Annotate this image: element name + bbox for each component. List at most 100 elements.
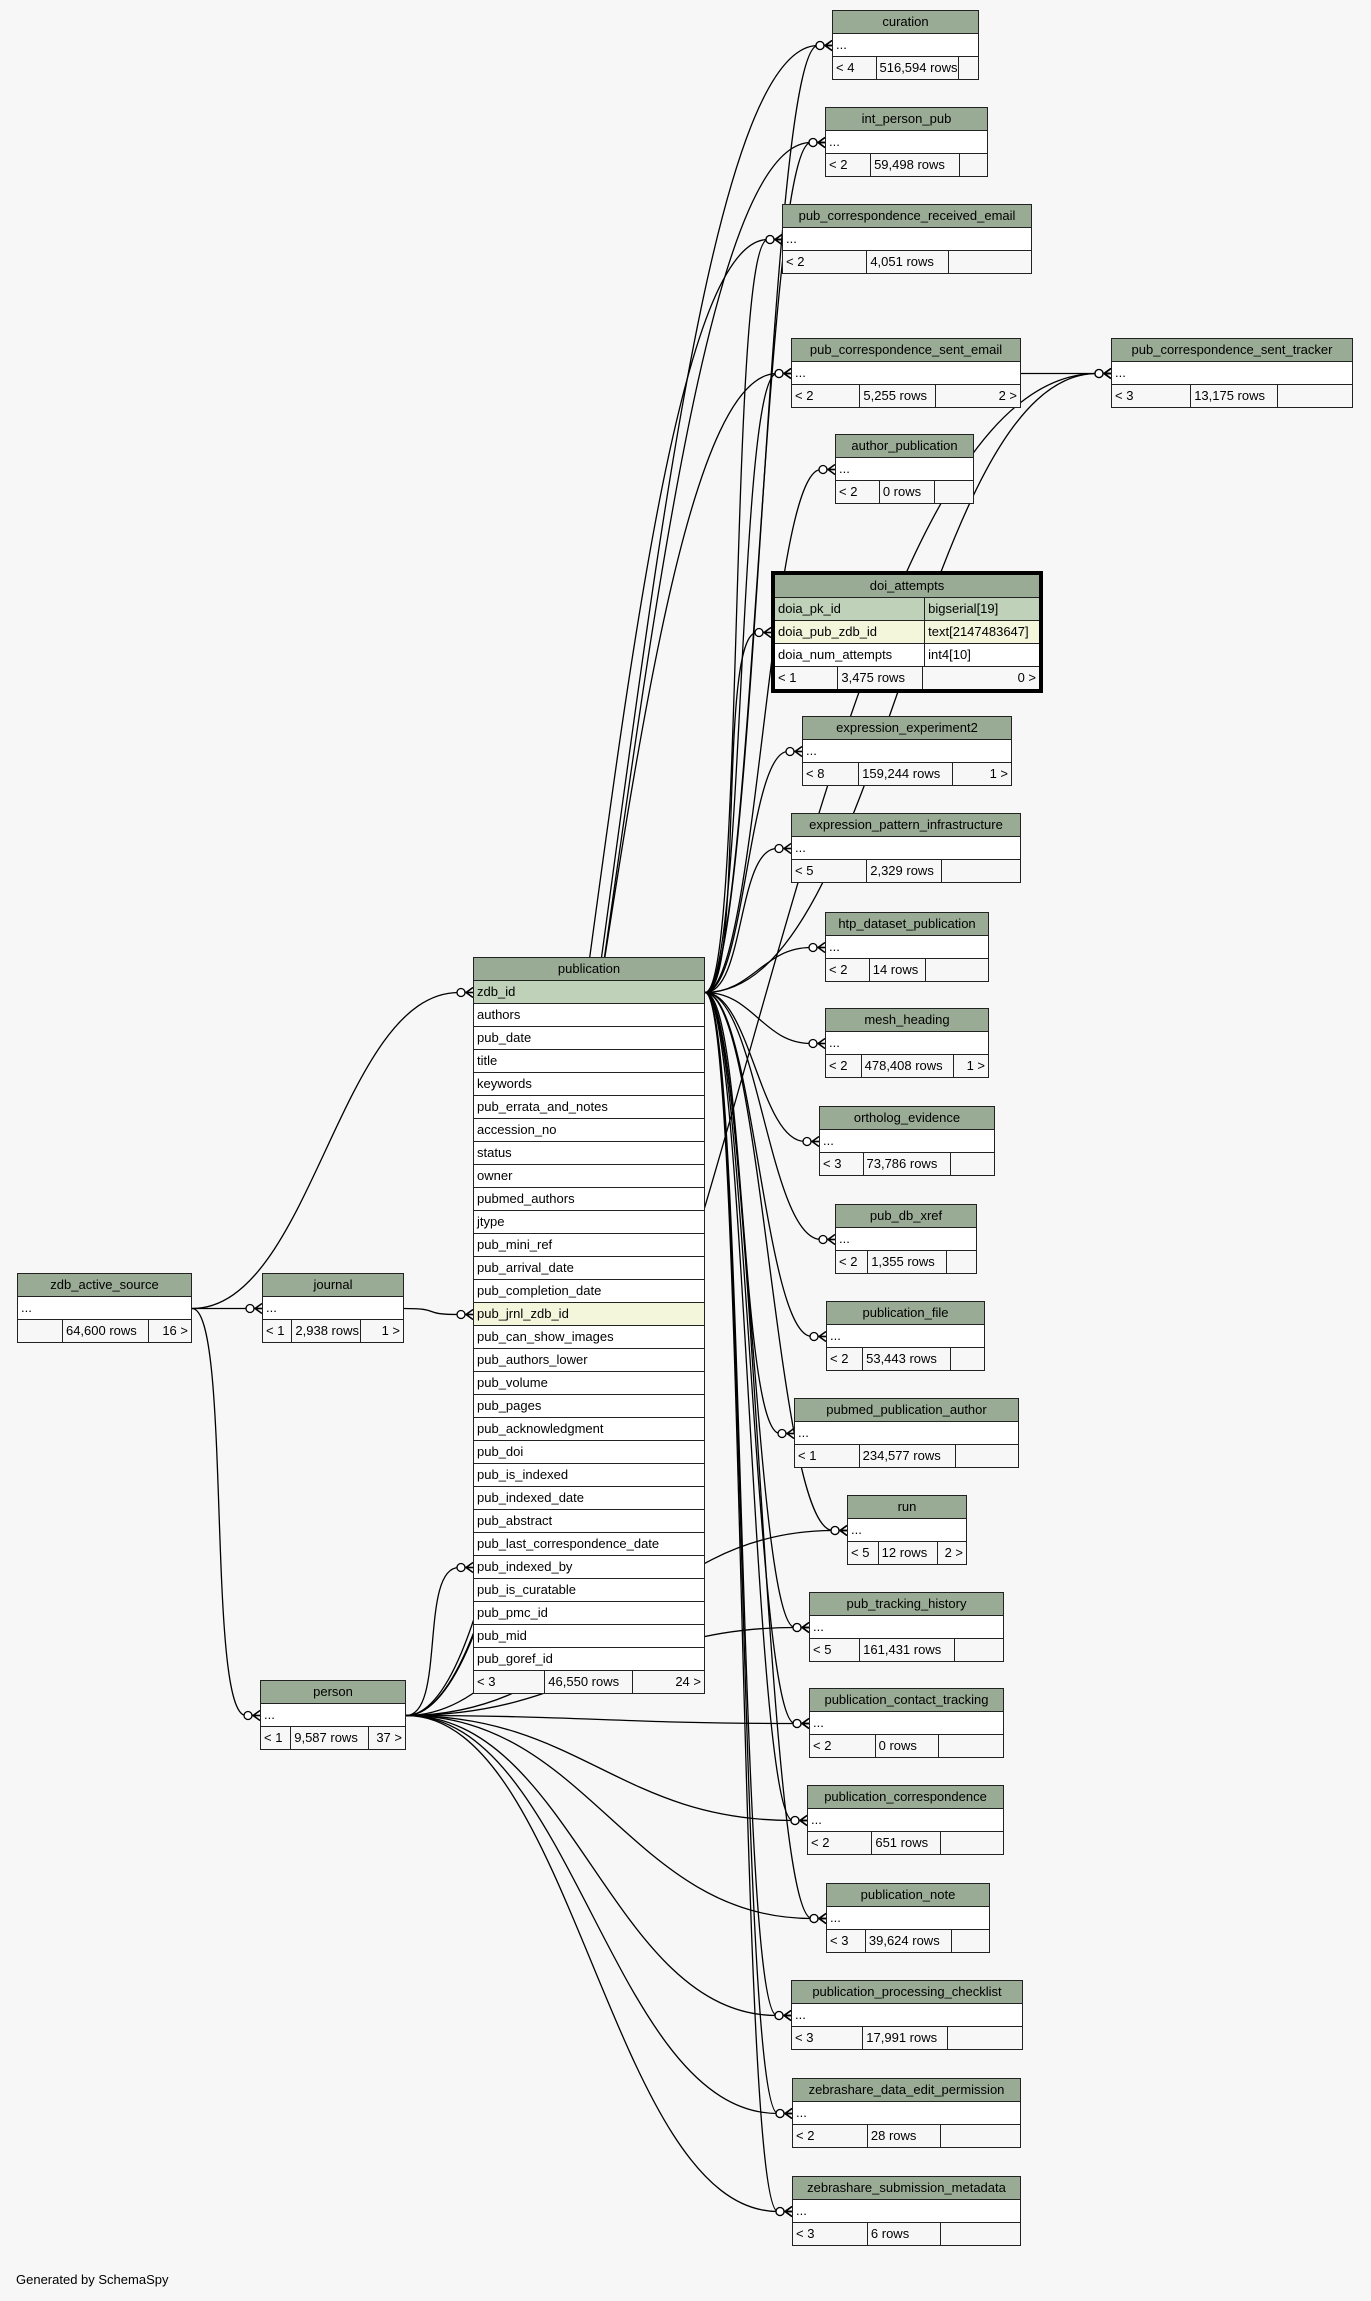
parents-link[interactable]: < 3 [474,1671,546,1693]
table-title[interactable]: int_person_pub [826,108,987,131]
column-placeholder-row[interactable]: ... [261,1704,405,1727]
parents-link[interactable]: < 5 [792,860,868,882]
parents-link[interactable]: < 2 [836,1251,869,1273]
column-row-pub-is-indexed[interactable]: pub_is_indexed [474,1464,704,1487]
column-placeholder-row[interactable]: ... [833,34,978,57]
children-link[interactable] [935,481,973,503]
column-placeholder-row[interactable]: ... [803,740,1011,763]
table-title[interactable]: pub_tracking_history [810,1593,1003,1616]
parents-link[interactable]: < 2 [836,481,880,503]
table-title[interactable]: zebrashare_data_edit_permission [793,2079,1020,2102]
column-placeholder-row[interactable]: ... [826,131,987,154]
children-link[interactable] [951,1153,995,1175]
children-link[interactable] [960,154,987,176]
children-link[interactable] [941,2223,1020,2245]
column-row-pub-mid[interactable]: pub_mid [474,1625,704,1648]
column-row-pub-date[interactable]: pub_date [474,1027,704,1050]
column-placeholder-row[interactable]: ... [810,1712,1003,1735]
column-row-pub-abstract[interactable]: pub_abstract [474,1510,704,1533]
column-row-jtype[interactable]: jtype [474,1211,704,1234]
parents-link[interactable]: < 1 [261,1727,292,1749]
children-link[interactable] [947,1251,976,1273]
column-placeholder-row[interactable]: ... [836,458,973,481]
table-title[interactable]: pubmed_publication_author [795,1399,1018,1422]
column-row-accession-no[interactable]: accession_no [474,1119,704,1142]
parents-link[interactable]: < 3 [793,2223,868,2245]
children-link[interactable] [952,1930,989,1952]
table-title[interactable]: pub_db_xref [836,1205,976,1228]
children-link[interactable] [926,959,988,981]
table-title[interactable]: pub_correspondence_received_email [783,205,1031,228]
parents-link[interactable]: < 3 [792,2027,864,2049]
table-title[interactable]: expression_experiment2 [803,717,1011,740]
children-link[interactable] [956,1445,1018,1467]
table-title[interactable]: publication_processing_checklist [792,1981,1022,2004]
parents-link[interactable]: < 2 [810,1735,876,1757]
table-title[interactable]: curation [833,11,978,34]
parents-link[interactable]: < 3 [1112,385,1192,407]
parents-link[interactable]: < 5 [848,1542,879,1564]
column-row-pub-pages[interactable]: pub_pages [474,1395,704,1418]
column-placeholder-row[interactable]: ... [827,1907,989,1930]
column-row-pub-indexed-by[interactable]: pub_indexed_by [474,1556,704,1579]
column-placeholder-row[interactable]: ... [826,1032,988,1055]
column-row-pub-can-show-images[interactable]: pub_can_show_images [474,1326,704,1349]
column-placeholder-row[interactable]: ... [792,2004,1022,2027]
table-title[interactable]: publication_note [827,1884,989,1907]
column-row-pub-arrival-date[interactable]: pub_arrival_date [474,1257,704,1280]
column-row-pub-last-correspondence-date[interactable]: pub_last_correspondence_date [474,1533,704,1556]
children-link[interactable] [941,2125,1020,2147]
column-row-pub-acknowledgment[interactable]: pub_acknowledgment [474,1418,704,1441]
children-link[interactable]: 1 > [966,1058,985,1073]
children-link[interactable] [942,860,1020,882]
table-title[interactable]: mesh_heading [826,1009,988,1032]
parents-link[interactable]: < 1 [775,667,839,689]
children-link[interactable] [949,251,1031,273]
parents-link[interactable] [18,1320,63,1342]
column-placeholder-row[interactable]: ... [792,362,1020,385]
parents-link[interactable]: < 2 [792,385,861,407]
parents-link[interactable]: < 2 [827,1348,864,1370]
table-title[interactable]: pub_correspondence_sent_tracker [1112,339,1352,362]
children-link[interactable] [959,57,978,79]
column-row-pubmed-authors[interactable]: pubmed_authors [474,1188,704,1211]
column-placeholder-row[interactable]: ... [820,1130,994,1153]
parents-link[interactable]: < 8 [803,763,860,785]
parents-link[interactable]: < 1 [795,1445,860,1467]
column-placeholder-row[interactable]: ... [263,1297,403,1320]
parents-link[interactable]: < 2 [793,2125,868,2147]
children-link[interactable]: 1 > [381,1323,400,1338]
children-link[interactable] [941,1832,1003,1854]
children-link[interactable] [939,1735,1003,1757]
parents-link[interactable]: < 3 [820,1153,864,1175]
parents-link[interactable]: < 3 [827,1930,866,1952]
column-placeholder-row[interactable]: ... [808,1809,1003,1832]
parents-link[interactable]: < 2 [783,251,868,273]
parents-link[interactable]: < 2 [826,154,872,176]
column-row-pub-goref-id[interactable]: pub_goref_id [474,1648,704,1671]
table-title[interactable]: ortholog_evidence [820,1107,994,1130]
parents-link[interactable]: < 1 [263,1320,293,1342]
parents-link[interactable]: < 2 [808,1832,873,1854]
children-link[interactable]: 16 > [162,1323,188,1338]
column-placeholder-row[interactable]: ... [827,1325,984,1348]
table-title[interactable]: htp_dataset_publication [826,913,988,936]
parents-link[interactable]: < 2 [826,1055,862,1077]
